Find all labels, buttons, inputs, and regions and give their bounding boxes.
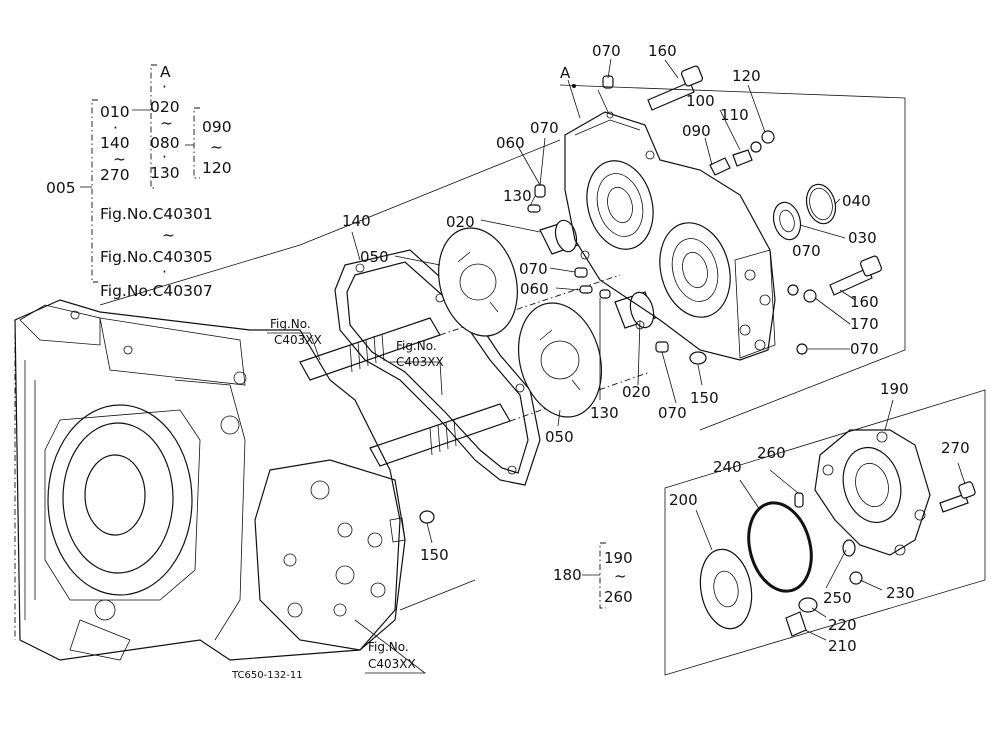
fig-ref: Fig.No.C40305 bbox=[100, 248, 213, 266]
col2-head: A bbox=[160, 63, 171, 81]
fig-ref: ~ bbox=[162, 226, 175, 244]
callout-240: 240 bbox=[713, 458, 742, 476]
callout-120: 120 bbox=[732, 67, 761, 85]
fig-ref: · bbox=[162, 263, 167, 281]
callout-140: 140 bbox=[342, 212, 371, 230]
small-parts-180 bbox=[785, 481, 976, 637]
o-ring-150-upper bbox=[689, 351, 707, 365]
rotor-200 bbox=[699, 548, 753, 630]
col1-item: 010 bbox=[100, 103, 130, 121]
fig-ref-labels: Fig.No. C403XX Fig.No. C403XX Fig.No. C4… bbox=[270, 317, 444, 671]
o-ring-240 bbox=[747, 501, 813, 593]
callout-070: 070 bbox=[658, 404, 687, 422]
callout-160: 160 bbox=[648, 42, 677, 60]
leader-lines bbox=[267, 58, 966, 674]
callout-130: 130 bbox=[503, 187, 532, 205]
bolt-160-upper bbox=[647, 65, 704, 111]
callout-070: 070 bbox=[592, 42, 621, 60]
callout-020: 020 bbox=[446, 213, 475, 231]
assembly-label: 005 bbox=[46, 179, 76, 197]
assembly-labels: 005 010 · 140 ~ 270 A · 020 ~ 080 · 130 … bbox=[46, 63, 232, 300]
fig-ref-1-line2: C403XX bbox=[274, 333, 322, 347]
bushing-020-upper bbox=[539, 219, 579, 255]
oil-pump-cover-190 bbox=[814, 429, 931, 556]
assembly-frame bbox=[559, 84, 906, 431]
subassembly-labels: 180 190 ~ 260 bbox=[553, 549, 633, 606]
col2-item: 020 bbox=[150, 98, 180, 116]
callout-210: 210 bbox=[828, 637, 857, 655]
fig-ref-2-line2: C403XX bbox=[396, 355, 444, 369]
transmission-case bbox=[14, 244, 476, 661]
callout-070: 070 bbox=[850, 340, 879, 358]
callouts: A 070 160 120 100 110 090 070 060 130 02… bbox=[342, 42, 970, 655]
fig-ref-3-line2: C403XX bbox=[368, 657, 416, 671]
callout-100: 100 bbox=[686, 92, 715, 110]
col2-item: 130 bbox=[150, 164, 180, 182]
plate-050-lower bbox=[517, 302, 603, 418]
callout-190: 190 bbox=[880, 380, 909, 398]
col1-item: 140 bbox=[100, 134, 130, 152]
col1-item: ~ bbox=[113, 150, 126, 168]
relief-valve-parts bbox=[709, 130, 775, 176]
pump-housing bbox=[564, 89, 776, 361]
o-ring-150-lower bbox=[419, 510, 435, 524]
dowel-pins bbox=[527, 75, 669, 353]
callout-150: 150 bbox=[690, 389, 719, 407]
callout-250: 250 bbox=[823, 589, 852, 607]
callout-060: 060 bbox=[496, 134, 525, 152]
callout-150: 150 bbox=[420, 546, 449, 564]
snap-ring-040 bbox=[805, 183, 837, 225]
col2-head: · bbox=[162, 78, 167, 96]
fig-ref-2-line1: Fig.No. bbox=[396, 339, 437, 353]
col2-item: ~ bbox=[160, 114, 173, 132]
col1-item: · bbox=[113, 119, 118, 137]
drawing-code: TC650-132-11 bbox=[231, 670, 303, 681]
callout-200: 200 bbox=[669, 491, 698, 509]
subassembly-range: ~ bbox=[614, 567, 627, 585]
callout-030: 030 bbox=[848, 229, 877, 247]
callout-270: 270 bbox=[941, 439, 970, 457]
fig-ref-1-line1: Fig.No. bbox=[270, 317, 311, 331]
assembly-bracket-tree bbox=[80, 64, 606, 609]
callout-ref-a: A bbox=[560, 64, 571, 82]
col2-item: · bbox=[162, 148, 167, 166]
callout-060: 060 bbox=[520, 280, 549, 298]
callout-070: 070 bbox=[530, 119, 559, 137]
callout-020: 020 bbox=[622, 383, 651, 401]
callout-090: 090 bbox=[682, 122, 711, 140]
plate-050-upper bbox=[438, 227, 518, 337]
subassembly-range: 260 bbox=[604, 588, 633, 606]
oil-seal-030 bbox=[772, 201, 802, 241]
callout-220: 220 bbox=[828, 616, 857, 634]
bushing-020-lower bbox=[614, 291, 656, 329]
col1-item: 270 bbox=[100, 166, 130, 184]
bolt-160-lower bbox=[787, 255, 883, 355]
callout-130: 130 bbox=[590, 404, 619, 422]
callout-070: 070 bbox=[519, 260, 548, 278]
fig-ref: Fig.No.C40307 bbox=[100, 282, 213, 300]
callout-160: 160 bbox=[850, 293, 879, 311]
subassembly-label: 180 bbox=[553, 566, 582, 584]
col2-item: 080 bbox=[150, 134, 180, 152]
fig-ref: Fig.No.C40301 bbox=[100, 205, 213, 223]
subassembly-range: 190 bbox=[604, 549, 633, 567]
callout-230: 230 bbox=[886, 584, 915, 602]
callout-050: 050 bbox=[360, 248, 389, 266]
subassembly-frame bbox=[664, 389, 986, 676]
callout-050: 050 bbox=[545, 428, 574, 446]
callout-260: 260 bbox=[757, 444, 786, 462]
callout-170: 170 bbox=[850, 315, 879, 333]
callout-110: 110 bbox=[720, 106, 749, 124]
fig-ref-3-line1: Fig.No. bbox=[368, 640, 409, 654]
callout-040: 040 bbox=[842, 192, 871, 210]
col3-item: ~ bbox=[210, 138, 223, 156]
col3-item: 120 bbox=[202, 159, 232, 177]
callout-070: 070 bbox=[792, 242, 821, 260]
col3-item: 090 bbox=[202, 118, 232, 136]
